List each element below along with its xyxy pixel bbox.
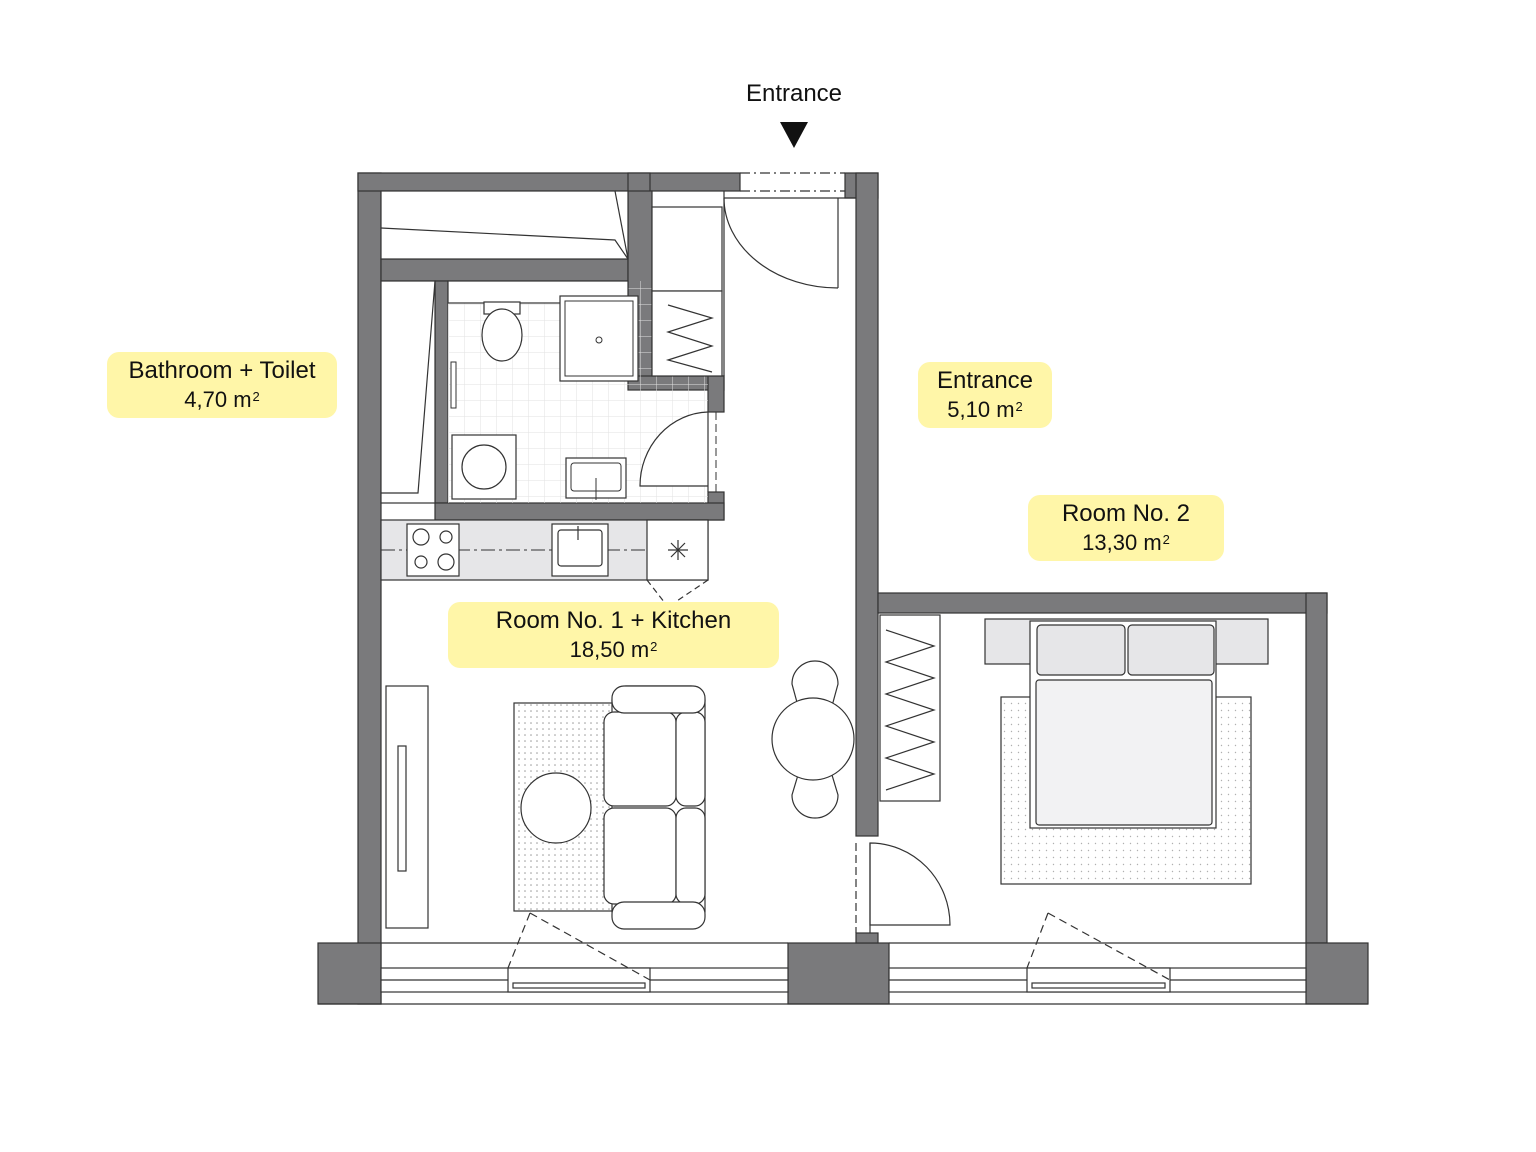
- coffee-table: [520, 772, 592, 844]
- kitchen-counter: [380, 519, 709, 608]
- room-unit-sup: 2: [252, 389, 260, 404]
- sofa: [603, 685, 706, 930]
- bathroom-door: [639, 411, 709, 487]
- room-unit: m: [233, 387, 252, 412]
- wardrobe-room2: [879, 614, 941, 802]
- room-unit-sup: 2: [1162, 532, 1170, 547]
- room2-furniture: [879, 614, 1269, 885]
- room-unit: m: [1143, 530, 1162, 555]
- room1-furniture: [385, 660, 855, 930]
- room-area: 18,50: [569, 637, 625, 662]
- wardrobe-top: [380, 190, 629, 260]
- dining-table: [771, 660, 855, 819]
- hall-shelf: [651, 206, 723, 377]
- room-name: Room No. 2: [1061, 500, 1191, 527]
- room-name: Room No. 1 + Kitchen: [495, 607, 732, 634]
- entrance-door: [723, 172, 856, 376]
- room-area: 13,30: [1082, 530, 1138, 555]
- entrance-marker-label: Entrance: [745, 80, 843, 107]
- room-area: 5,10: [947, 397, 991, 422]
- windows: [318, 912, 1368, 1005]
- room-name: Entrance: [936, 367, 1034, 394]
- room-unit: m: [630, 637, 650, 662]
- room-unit: m: [996, 397, 1015, 422]
- kitchen-sink-icon: [551, 523, 609, 577]
- room-label-room1: Room No. 1 + Kitchen 18,50 m2: [448, 602, 779, 668]
- tall-shelf: [385, 685, 429, 929]
- fridge-star-icon: [668, 540, 688, 560]
- room2-door: [855, 842, 951, 933]
- room-label-bathroom: Bathroom + Toilet 4,70 m2: [107, 352, 337, 418]
- room-unit-sup: 2: [1015, 399, 1023, 414]
- towel-rail-icon: [450, 361, 457, 409]
- bathroom: [447, 280, 717, 503]
- room-unit-sup: 2: [650, 639, 658, 654]
- room-label-entrance: Entrance 5,10 m2: [918, 362, 1052, 428]
- room-area: 4,70: [184, 387, 228, 412]
- entrance-arrow-icon: [780, 122, 808, 148]
- shower-icon: [559, 295, 639, 382]
- wardrobe-left: [380, 280, 436, 504]
- room-name: Bathroom + Toilet: [128, 357, 316, 384]
- room-label-room2: Room No. 2 13,30 m2: [1028, 495, 1224, 561]
